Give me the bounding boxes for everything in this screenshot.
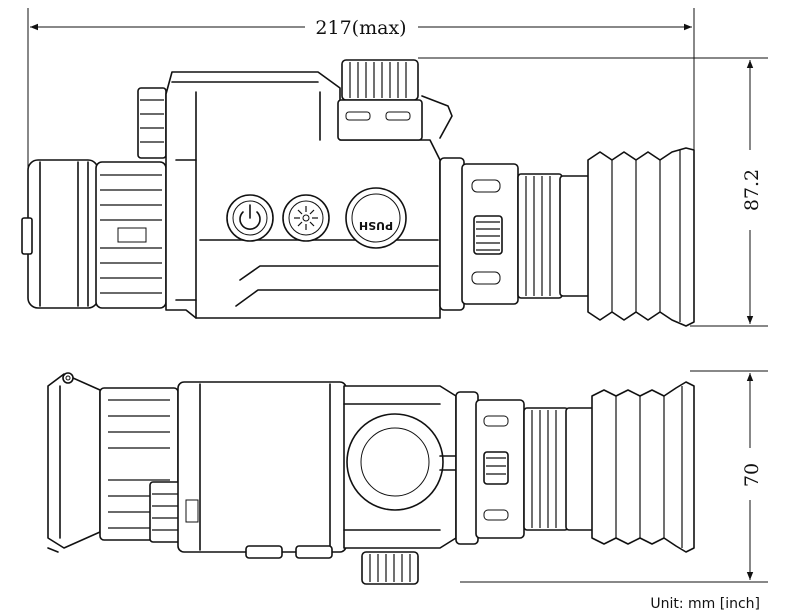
length-dimension-label: 217(max): [315, 17, 406, 39]
width-dimension-label: 70: [741, 463, 763, 487]
width-dimension: 70: [460, 370, 768, 583]
length-dimension: 217(max): [27, 8, 695, 205]
height-dimension: 87.2: [418, 57, 768, 327]
brightness-button[interactable]: [282, 194, 330, 242]
sun-icon: [294, 206, 318, 230]
focus-ring-ridges: [100, 174, 162, 294]
side-view: PUSH: [21, 59, 695, 327]
push-button[interactable]: PUSH: [345, 187, 407, 249]
height-dimension-label: 87.2: [741, 169, 763, 211]
top-view: [47, 372, 695, 585]
power-icon: [239, 204, 261, 230]
push-button-label: PUSH: [359, 219, 393, 232]
power-button[interactable]: [226, 194, 274, 242]
units-note: Unit: mm [inch]: [650, 596, 760, 612]
